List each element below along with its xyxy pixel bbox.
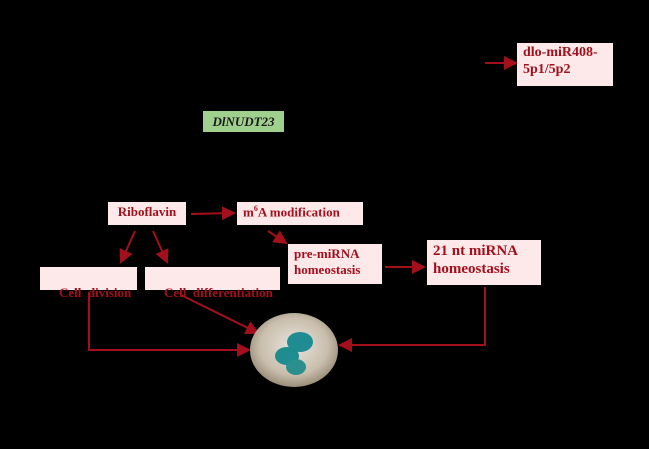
mirna-box: dlo-miR408- 5p1/5p2 <box>517 43 613 86</box>
m6a-label-sup: 6 <box>253 204 258 213</box>
arrow-mature-cell <box>338 287 486 352</box>
riboflavin-label: Riboflavin <box>117 204 177 219</box>
riboflavin-box: Riboflavin <box>108 202 186 225</box>
mature-mirna-label-1: 21 nt miRNA <box>433 243 518 259</box>
pre-mirna-box: pre-miRNA homeostasis <box>288 244 382 284</box>
mirna-label-1: dlo-miR408- <box>523 45 598 60</box>
m6a-box: m6A modification <box>237 202 363 225</box>
gene-box: DlNUDT23 <box>203 111 284 132</box>
pre-mirna-label-2: homeostasis <box>294 261 361 277</box>
m6a-label-base: m <box>243 204 254 220</box>
arrow-riboflavin-m6a <box>190 206 236 221</box>
arrow-riboflavin-division <box>119 230 136 264</box>
cell-image <box>250 313 338 387</box>
arrow-m6a-premirna <box>267 230 288 245</box>
mirna-label-2: 5p1/5p2 <box>523 61 571 77</box>
cell-division-box: Cell division <box>40 267 137 300</box>
m6a-label-rest: A modification <box>257 204 340 220</box>
arrow-division-cell <box>88 292 251 357</box>
cell-division-label: Cell division <box>59 284 132 300</box>
arrow-riboflavin-differentiation <box>152 230 169 264</box>
mature-mirna-box: 21 nt miRNA homeostasis <box>427 240 541 285</box>
mature-mirna-label-2: homeostasis <box>433 261 510 277</box>
arrow-differentiation-cell <box>180 294 260 334</box>
cell-differentiation-label: Cell differentiation <box>164 284 273 300</box>
pre-mirna-label-1: pre-miRNA <box>294 246 360 261</box>
gene-label: DlNUDT23 <box>212 113 275 129</box>
cell-differentiation-box: Cell differentiation <box>145 267 280 300</box>
